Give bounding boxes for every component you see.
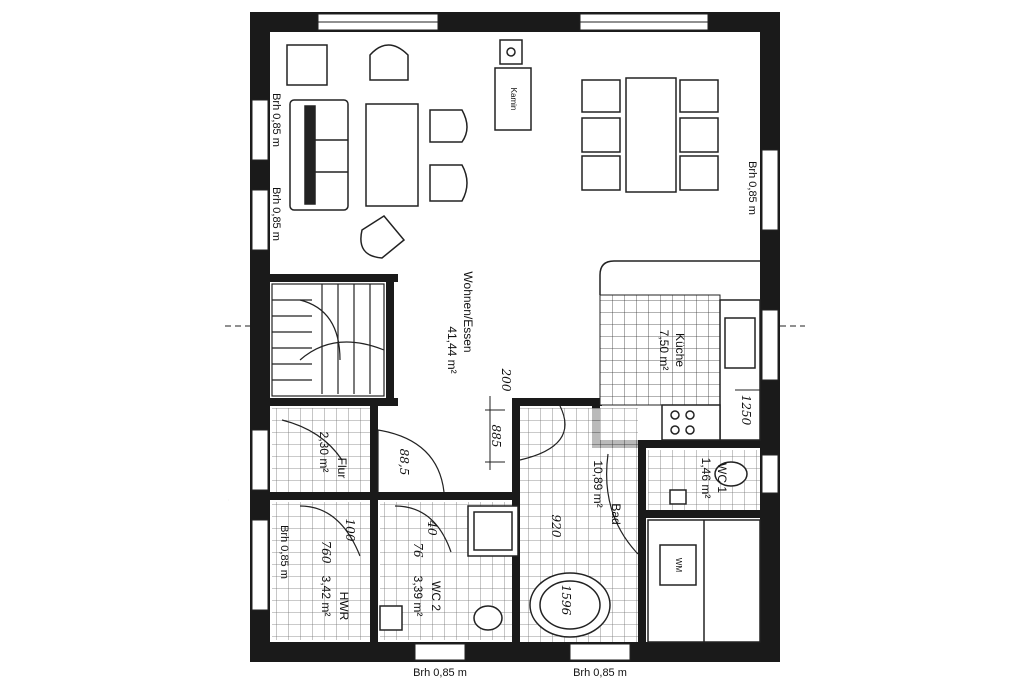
room-area-wc1: 1,46 m²: [699, 457, 713, 499]
fireplace-label: Kamin: [509, 87, 518, 111]
room-area-wohnen: 41,44 m²: [445, 326, 459, 374]
dining-table: [625, 77, 677, 193]
room-area-flur: 2,30 m²: [317, 431, 331, 473]
wc2-toilet: [473, 605, 503, 631]
room-name-bad: Bad: [609, 503, 623, 525]
dim-bad: 920: [549, 514, 563, 538]
room-area-bad: 10,89 m²: [591, 460, 605, 508]
dim-flur: 88,5: [397, 448, 411, 476]
dim-hwr-a: 760: [319, 540, 333, 564]
room-name-wc1: WC 1: [715, 463, 729, 493]
chair-round-top: [369, 44, 409, 81]
kitchen-counter: [599, 260, 761, 441]
chair-2: [429, 164, 468, 202]
room-area-wc2: 3,39 m²: [411, 575, 425, 617]
dim-kueche: 1250: [739, 394, 753, 426]
window-label-left-low: Brh 0,85 m: [278, 525, 290, 579]
dimension-lines: [485, 389, 760, 470]
door-swings: [281, 405, 639, 557]
washer-label: WM: [674, 557, 683, 573]
wall-bottom: [250, 642, 780, 662]
window-label-bottom-right: Brh 0,85 m: [573, 667, 627, 679]
dim-wc2-b: 40: [425, 520, 439, 536]
room-name-wohnen: Wohnen/Essen: [461, 271, 475, 353]
bath-fixtures: [379, 461, 761, 643]
wall-left: [250, 12, 270, 662]
coffee-table: [365, 103, 419, 207]
dim-wohnen-height: 200: [499, 368, 513, 392]
dim-wc2-a: 76: [411, 542, 425, 558]
armchair-square: [286, 44, 328, 86]
living-furniture: [286, 39, 532, 259]
room-name-flur: Flur: [335, 457, 349, 479]
window-label-left-mid: Brh 0,85 m: [270, 187, 282, 241]
chair-3: [360, 215, 406, 259]
window-label-bottom-left: Brh 0,85 m: [413, 667, 467, 679]
hwr-sink: [379, 605, 403, 631]
dim-wohnen-width: 885: [489, 424, 503, 448]
dim-tub: 1596: [559, 584, 573, 616]
windows: [251, 13, 779, 661]
room-area-hwr: 3,42 m²: [319, 575, 333, 617]
room-name-wc2: WC 2: [429, 581, 443, 611]
section-cut: [225, 325, 805, 327]
chair-1: [429, 109, 468, 143]
sofa: [289, 99, 349, 211]
staircase: [271, 283, 385, 397]
dim-hwr-b: 100: [343, 518, 357, 542]
room-name-kueche: Küche: [673, 332, 687, 368]
fireplace: [494, 67, 532, 131]
room-name-hwr: HWR: [337, 591, 351, 621]
room-area-kueche: 7,50 m²: [657, 329, 671, 371]
wc1-toilet: [714, 461, 748, 487]
window-label-left-top: Brh 0,85 m: [270, 93, 282, 147]
dining-set: [581, 77, 719, 193]
window-label-right: Brh 0,85 m: [746, 161, 758, 215]
